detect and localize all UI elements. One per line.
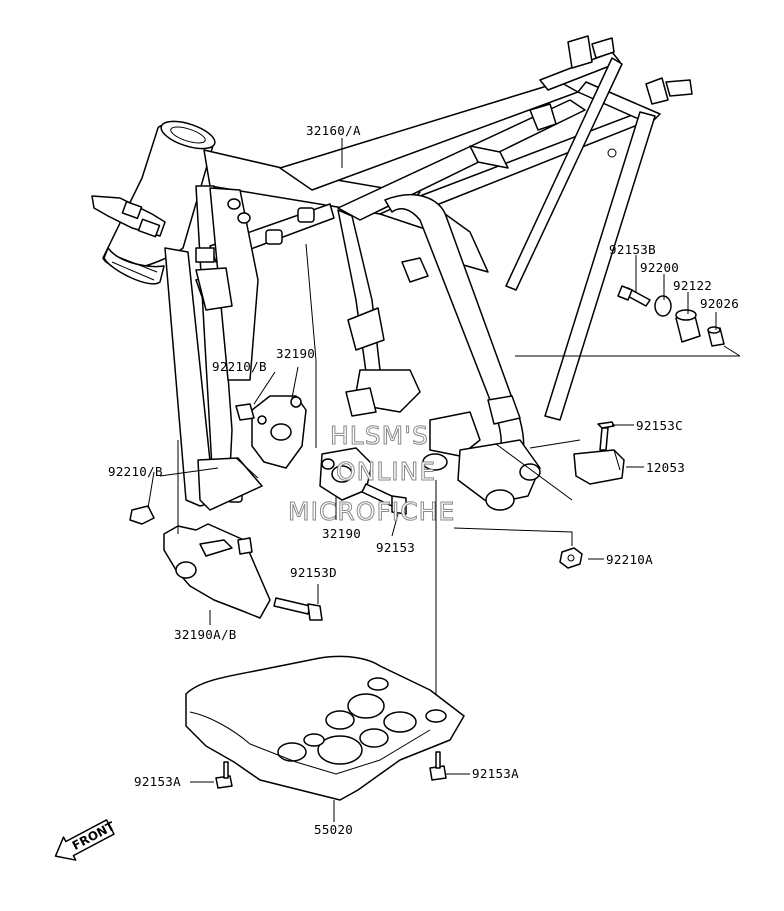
- label-32190-lower: 32190: [322, 526, 361, 541]
- label-92153a-right: 92153A: [472, 766, 519, 781]
- label-32190a-b: 32190A/B: [174, 627, 237, 642]
- label-55020: 55020: [314, 822, 353, 837]
- label-92210-b-upper: 92210/B: [212, 359, 267, 374]
- label-92026: 92026: [700, 296, 739, 311]
- label-32160-a: 32160/A: [306, 123, 361, 138]
- front-arrow-icon: [54, 819, 115, 861]
- engine-mount-brackets: [129, 243, 573, 710]
- frame-assembly: [91, 35, 693, 511]
- label-32190-upper: 32190: [276, 346, 315, 361]
- skid-plate: [185, 655, 465, 801]
- label-92153b: 92153B: [609, 242, 656, 257]
- label-92153: 92153: [376, 540, 415, 555]
- rear-mount-hardware: [515, 285, 741, 357]
- watermark-line-3: MICROFICHE: [288, 497, 455, 526]
- label-92210-b-left: 92210/B: [108, 464, 163, 479]
- watermark-line-1: HLSM'S: [330, 421, 429, 450]
- label-92153d: 92153D: [290, 565, 337, 580]
- part-labels: 32160/A 92153B 92200 92122 92026 92210/B…: [108, 123, 739, 837]
- rubber-mount: [495, 421, 625, 569]
- front-arrow: FRONT: [54, 819, 118, 861]
- label-92153c: 92153C: [636, 418, 683, 433]
- label-leaders: [147, 138, 717, 822]
- label-92200: 92200: [640, 260, 679, 275]
- label-12053: 12053: [646, 460, 685, 475]
- label-92153a-left: 92153A: [134, 774, 181, 789]
- label-92122: 92122: [673, 278, 712, 293]
- label-92210a: 92210A: [606, 552, 653, 567]
- watermark: HLSM'S ONLINE MICROFICHE: [288, 421, 455, 527]
- watermark-line-2: ONLINE: [336, 457, 436, 486]
